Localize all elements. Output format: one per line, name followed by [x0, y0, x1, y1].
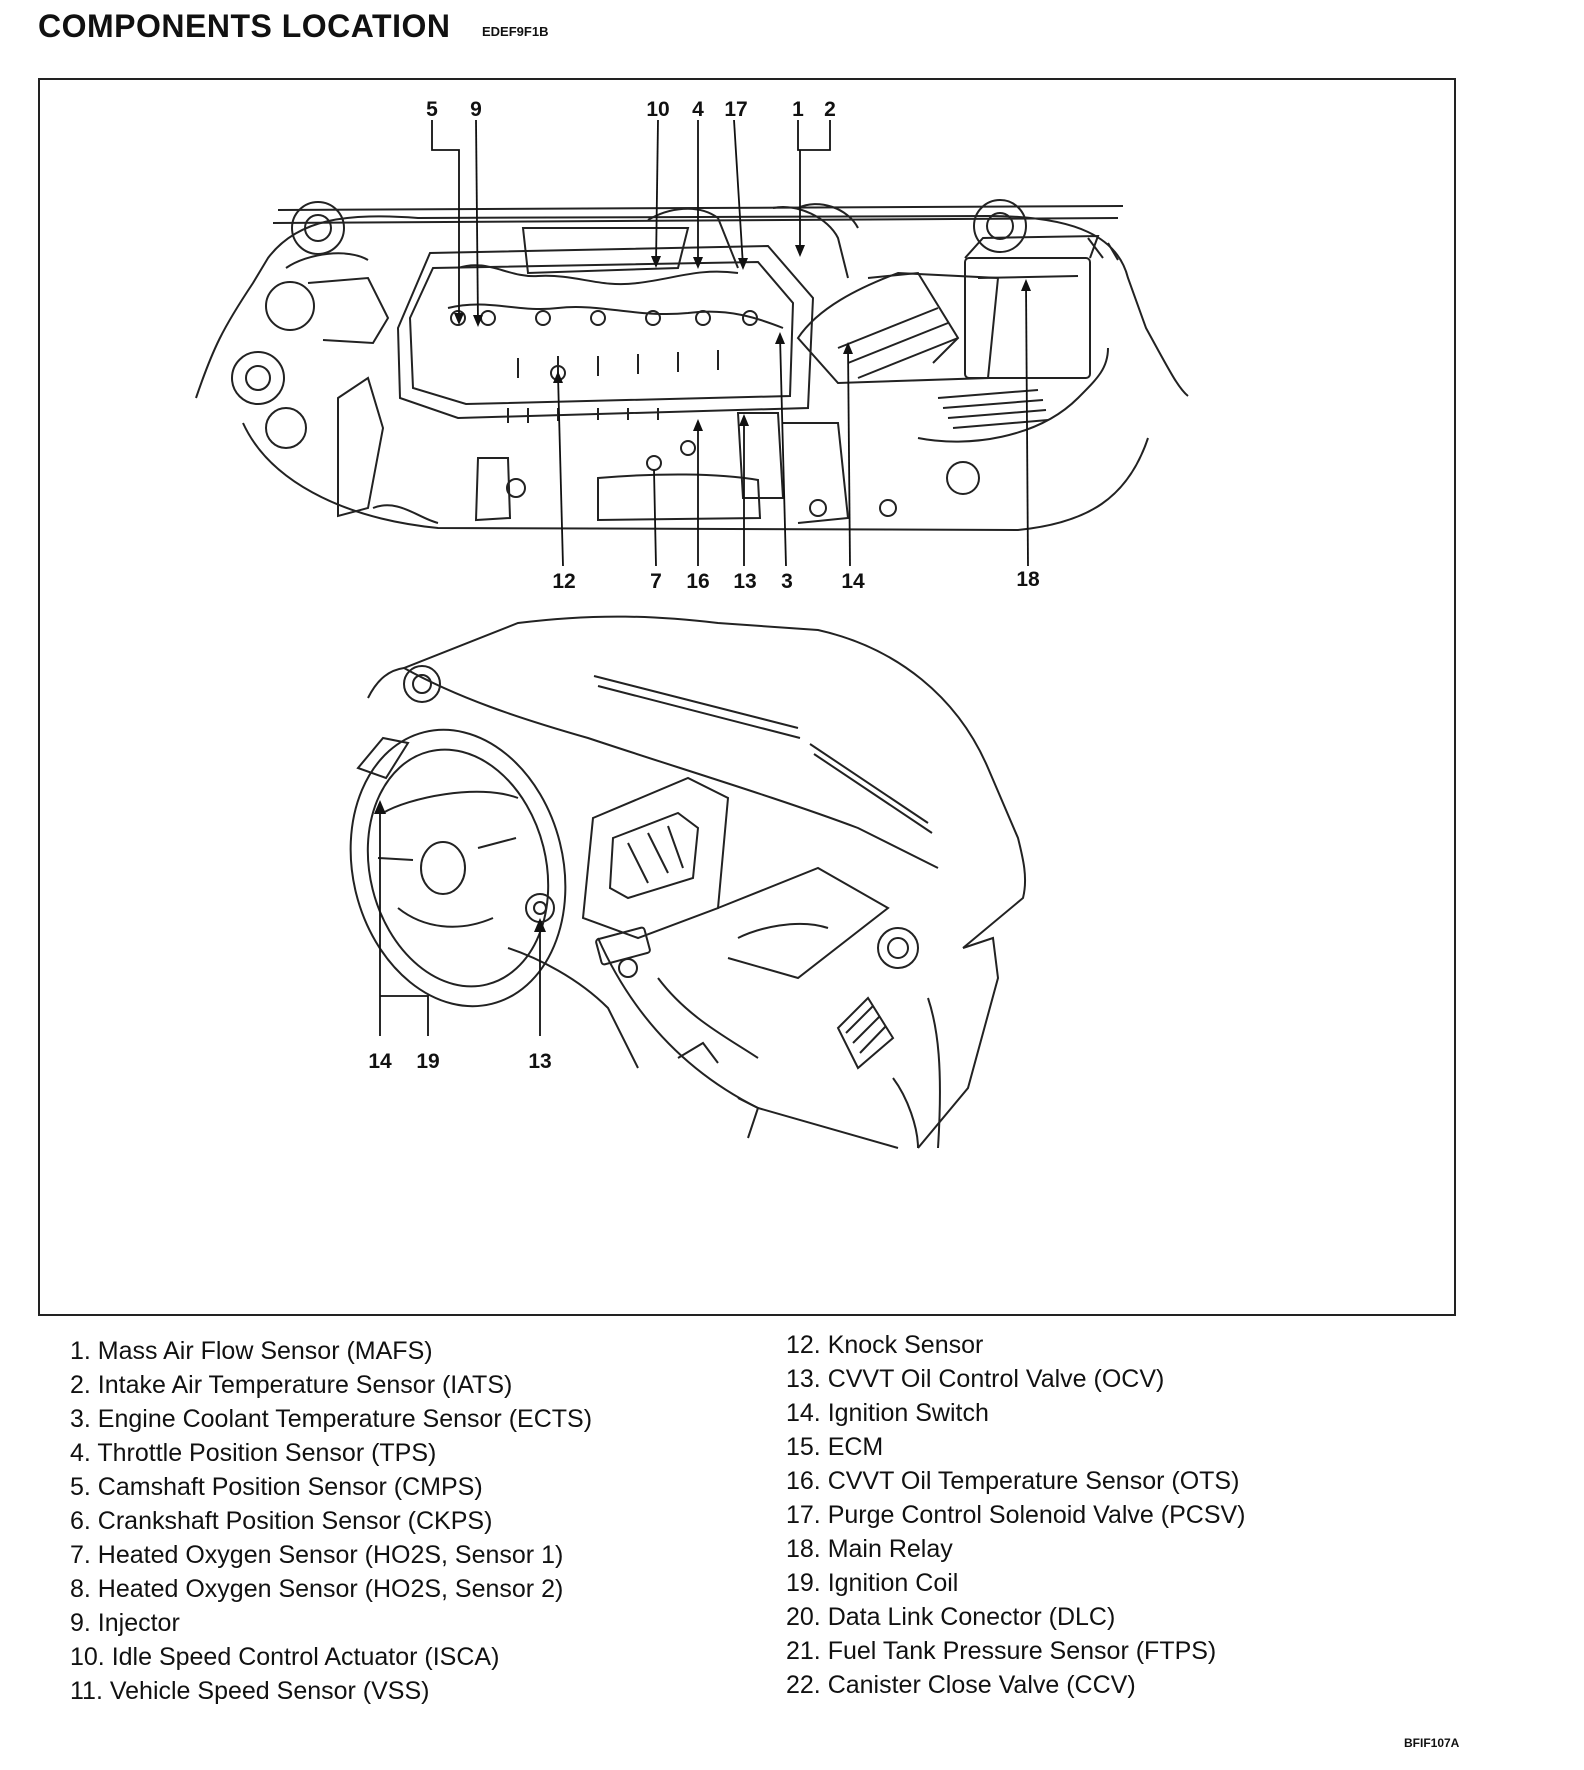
- legend-item: 4. Throttle Position Sensor (TPS): [70, 1439, 437, 1467]
- legend-item: 11. Vehicle Speed Sensor (VSS): [70, 1677, 430, 1705]
- legend-item: 22. Canister Close Valve (CCV): [786, 1671, 1136, 1699]
- callout-dash-13: 13: [528, 1050, 551, 1073]
- legend-item: 5. Camshaft Position Sensor (CMPS): [70, 1473, 483, 1501]
- callout-1: 1: [792, 98, 804, 121]
- figure-code: BFIF107A: [1404, 1736, 1460, 1750]
- legend-item: 14. Ignition Switch: [786, 1399, 989, 1427]
- legend-right: 12. Knock Sensor 13. CVVT Oil Control Va…: [786, 1328, 1246, 1702]
- callout-16: 16: [686, 570, 709, 593]
- legend-item: 15. ECM: [786, 1433, 884, 1461]
- engine-arrowheads: [454, 245, 1031, 431]
- callout-2: 2: [824, 98, 836, 121]
- callout-4: 4: [692, 98, 704, 121]
- legend-item: 20. Data Link Conector (DLC): [786, 1603, 1116, 1631]
- callout-7: 7: [650, 570, 662, 593]
- legend-item: 16. CVVT Oil Temperature Sensor (OTS): [786, 1467, 1240, 1495]
- legend-item: 13. CVVT Oil Control Valve (OCV): [786, 1365, 1165, 1393]
- callout-5: 5: [426, 98, 438, 121]
- callout-17: 17: [724, 98, 747, 121]
- engine-bay-illustration: [195, 199, 1189, 532]
- legend-item: 12. Knock Sensor: [786, 1331, 984, 1359]
- callout-dash-14: 14: [368, 1050, 392, 1073]
- engine-leader-lines: [431, 119, 1029, 567]
- legend-item: 10. Idle Speed Control Actuator (ISCA): [70, 1643, 500, 1671]
- callout-12: 12: [552, 570, 575, 593]
- dashboard-leader-lines: [379, 806, 541, 1036]
- legend-item: 21. Fuel Tank Pressure Sensor (FTPS): [786, 1637, 1217, 1665]
- legend-item: 3. Engine Coolant Temperature Sensor (EC…: [70, 1405, 593, 1433]
- legend-item: 1. Mass Air Flow Sensor (MAFS): [70, 1337, 433, 1365]
- section-code: EDEF9F1B: [482, 24, 549, 39]
- legend-left: 1. Mass Air Flow Sensor (MAFS) 2. Intake…: [70, 1334, 592, 1708]
- page-title: COMPONENTS LOCATION: [38, 8, 451, 44]
- callout-9: 9: [470, 98, 482, 121]
- legend-item: 6. Crankshaft Position Sensor (CKPS): [70, 1507, 493, 1535]
- legend-item: 18. Main Relay: [786, 1535, 953, 1563]
- callout-14: 14: [841, 570, 865, 593]
- dashboard-arrowheads: [374, 800, 546, 932]
- legend-item: 19. Ignition Coil: [786, 1569, 959, 1597]
- callout-18: 18: [1016, 568, 1040, 591]
- callout-3: 3: [781, 570, 793, 593]
- callout-13: 13: [733, 570, 756, 593]
- dashboard-illustration: [349, 615, 1027, 1149]
- callout-10: 10: [646, 98, 669, 121]
- legend-item: 8. Heated Oxygen Sensor (HO2S, Sensor 2): [70, 1575, 564, 1603]
- diagram-frame: 5 9 10 4 17 1 2 12 7 16 13 3 14 18: [38, 78, 1456, 1316]
- callout-dash-19: 19: [416, 1050, 439, 1073]
- legend-item: 9. Injector: [70, 1609, 180, 1637]
- legend-item: 17. Purge Control Solenoid Valve (PCSV): [786, 1501, 1246, 1529]
- legend-item: 2. Intake Air Temperature Sensor (IATS): [70, 1371, 513, 1399]
- legend-item: 7. Heated Oxygen Sensor (HO2S, Sensor 1): [70, 1541, 564, 1569]
